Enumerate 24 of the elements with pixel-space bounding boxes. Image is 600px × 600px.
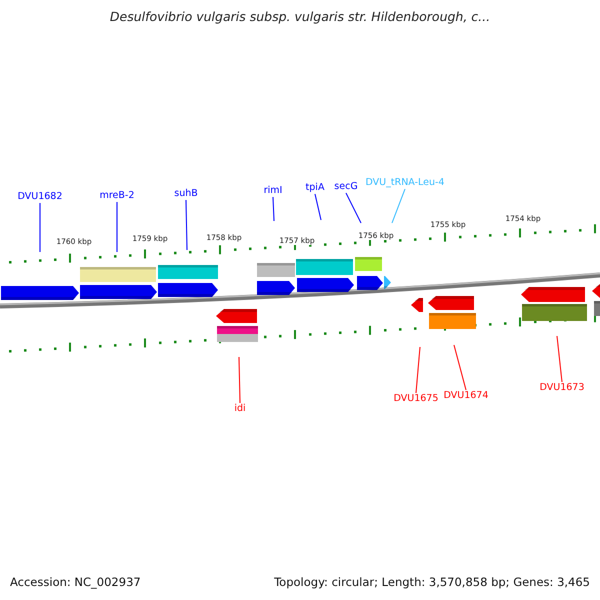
gene-label: tpiA — [306, 182, 324, 194]
leader-line — [416, 346, 420, 394]
diagram-title: Desulfovibrio vulgaris subsp. vulgaris str. Hildenborough, c... — [108, 9, 492, 24]
leader-line — [314, 194, 322, 220]
leader-line — [238, 356, 240, 404]
gene-label: DVU1675 — [394, 393, 438, 405]
leader-line — [556, 336, 562, 382]
gene-label: idi — [234, 403, 246, 415]
leader-line — [186, 200, 188, 250]
gene-label: DVU1674 — [444, 390, 488, 402]
footer-text: Topology: circular; Length: 3,570,858 bp; Genes: 3,465 — [274, 575, 590, 589]
gene-label: suhB — [174, 188, 198, 200]
leader-line — [454, 344, 466, 390]
leader-line — [272, 196, 274, 222]
leader-line — [116, 202, 118, 252]
gene-label: DVU1682 — [18, 191, 62, 203]
leader-line — [346, 192, 362, 224]
leader-line — [392, 188, 406, 224]
gene-label: mreB-2 — [100, 190, 134, 202]
footer-text: Accession: NC_002937 — [10, 575, 141, 589]
gene-label: rimI — [264, 185, 282, 197]
gene-label: DVU1673 — [540, 382, 584, 394]
gene-label: DVU_tRNA-Leu-4 — [366, 177, 444, 189]
gene-label: secG — [334, 181, 358, 193]
